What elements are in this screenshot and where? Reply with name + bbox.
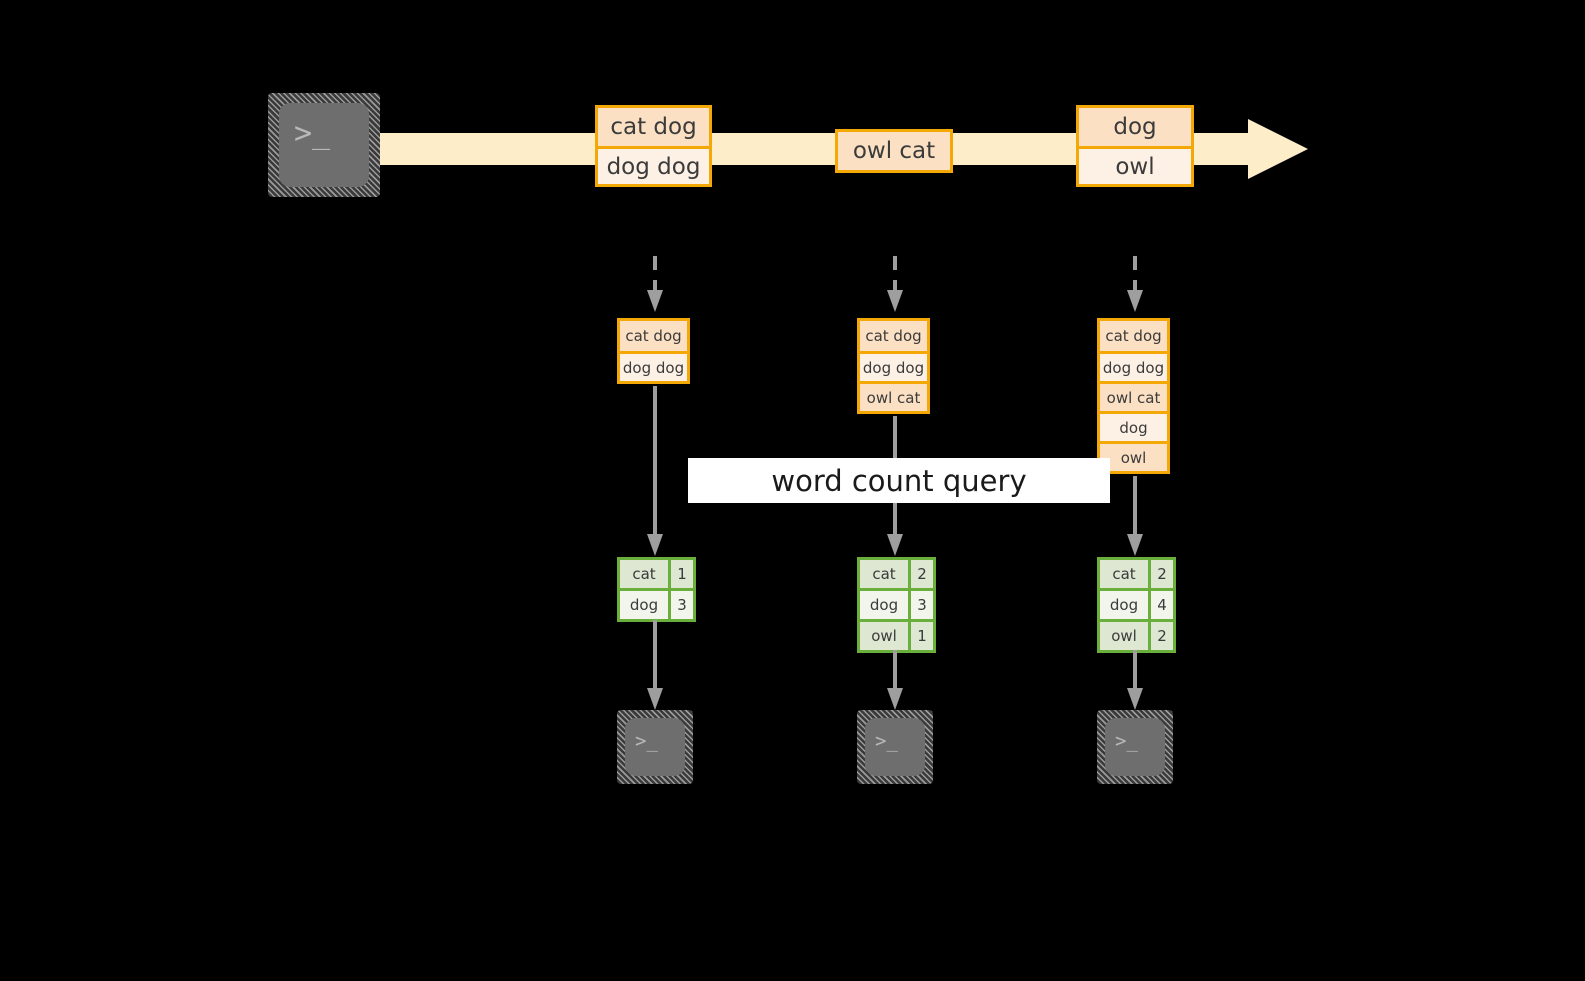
snapshot-3-input-stack: cat dog dog dog owl cat dog owl — [1097, 318, 1170, 474]
stream-event-2: owl cat — [835, 129, 953, 173]
stream-event-1-line-2: dog dog — [598, 146, 709, 184]
stream-event-1: cat dog dog dog — [595, 105, 712, 187]
connector-stream-to-snapshot-2 — [886, 256, 904, 318]
terminal-body — [625, 718, 685, 776]
connector-snapshot-1-to-result-1 — [646, 386, 664, 558]
snapshot-3-line-1: cat dog — [1100, 321, 1167, 351]
table-row: owl 1 — [860, 619, 933, 650]
snapshot-3-line-4: dog — [1100, 411, 1167, 441]
table-row: dog 4 — [1100, 588, 1173, 619]
result-3-count-3: 2 — [1148, 622, 1173, 650]
stream-event-3-line-1: dog — [1079, 108, 1191, 146]
result-1-count-2: 3 — [668, 591, 693, 619]
source-terminal-icon: >_ — [268, 93, 380, 197]
sink-terminal-icon-2: >_ — [857, 710, 933, 784]
result-3-count-1: 2 — [1148, 560, 1173, 588]
result-2-count-3: 1 — [908, 622, 933, 650]
terminal-body — [1105, 718, 1165, 776]
table-row: cat 2 — [1100, 560, 1173, 588]
terminal-prompt-glyph: >_ — [1115, 730, 1138, 752]
snapshot-1-line-1: cat dog — [620, 321, 687, 351]
table-row: dog 3 — [620, 588, 693, 619]
result-2-word-2: dog — [860, 591, 908, 619]
terminal-body — [865, 718, 925, 776]
word-count-query-label: word count query — [688, 458, 1110, 503]
stream-event-3: dog owl — [1076, 105, 1194, 187]
result-2-count-1: 2 — [908, 560, 933, 588]
result-2-count-2: 3 — [908, 591, 933, 619]
stream-event-3-line-2: owl — [1079, 146, 1191, 184]
result-3-count-2: 4 — [1148, 591, 1173, 619]
result-1-count-1: 1 — [668, 560, 693, 588]
snapshot-2-line-2: dog dog — [860, 351, 927, 381]
result-3-word-3: owl — [1100, 622, 1148, 650]
snapshot-2-line-3: owl cat — [860, 381, 927, 411]
stream-event-1-line-1: cat dog — [598, 108, 709, 146]
connector-result-1-to-sink-1 — [646, 620, 664, 712]
terminal-prompt-glyph: >_ — [635, 730, 658, 752]
table-row: dog 3 — [860, 588, 933, 619]
result-1-word-2: dog — [620, 591, 668, 619]
result-table-1: cat 1 dog 3 — [617, 557, 696, 622]
table-row: owl 2 — [1100, 619, 1173, 650]
snapshot-3-line-5: owl — [1100, 441, 1167, 471]
result-2-word-1: cat — [860, 560, 908, 588]
connector-stream-to-snapshot-1 — [646, 256, 664, 318]
connector-result-3-to-sink-3 — [1126, 650, 1144, 712]
result-3-word-2: dog — [1100, 591, 1148, 619]
sink-terminal-icon-3: >_ — [1097, 710, 1173, 784]
connector-stream-to-snapshot-3 — [1126, 256, 1144, 318]
result-3-word-1: cat — [1100, 560, 1148, 588]
snapshot-1-line-2: dog dog — [620, 351, 687, 381]
snapshot-2-line-1: cat dog — [860, 321, 927, 351]
stream-event-2-line-1: owl cat — [838, 132, 950, 170]
query-label-text: word count query — [771, 463, 1027, 498]
connector-snapshot-3-to-result-3 — [1126, 476, 1144, 558]
result-2-word-3: owl — [860, 622, 908, 650]
snapshot-2-input-stack: cat dog dog dog owl cat — [857, 318, 930, 414]
sink-terminal-icon-1: >_ — [617, 710, 693, 784]
snapshot-1-input-stack: cat dog dog dog — [617, 318, 690, 384]
table-row: cat 1 — [620, 560, 693, 588]
snapshot-3-line-3: owl cat — [1100, 381, 1167, 411]
table-row: cat 2 — [860, 560, 933, 588]
connector-result-2-to-sink-2 — [886, 650, 904, 712]
result-1-word-1: cat — [620, 560, 668, 588]
terminal-body — [279, 103, 369, 187]
result-table-3: cat 2 dog 4 owl 2 — [1097, 557, 1176, 653]
snapshot-3-line-2: dog dog — [1100, 351, 1167, 381]
terminal-prompt-glyph: >_ — [875, 730, 898, 752]
terminal-prompt-glyph: >_ — [294, 116, 331, 151]
result-table-2: cat 2 dog 3 owl 1 — [857, 557, 936, 653]
